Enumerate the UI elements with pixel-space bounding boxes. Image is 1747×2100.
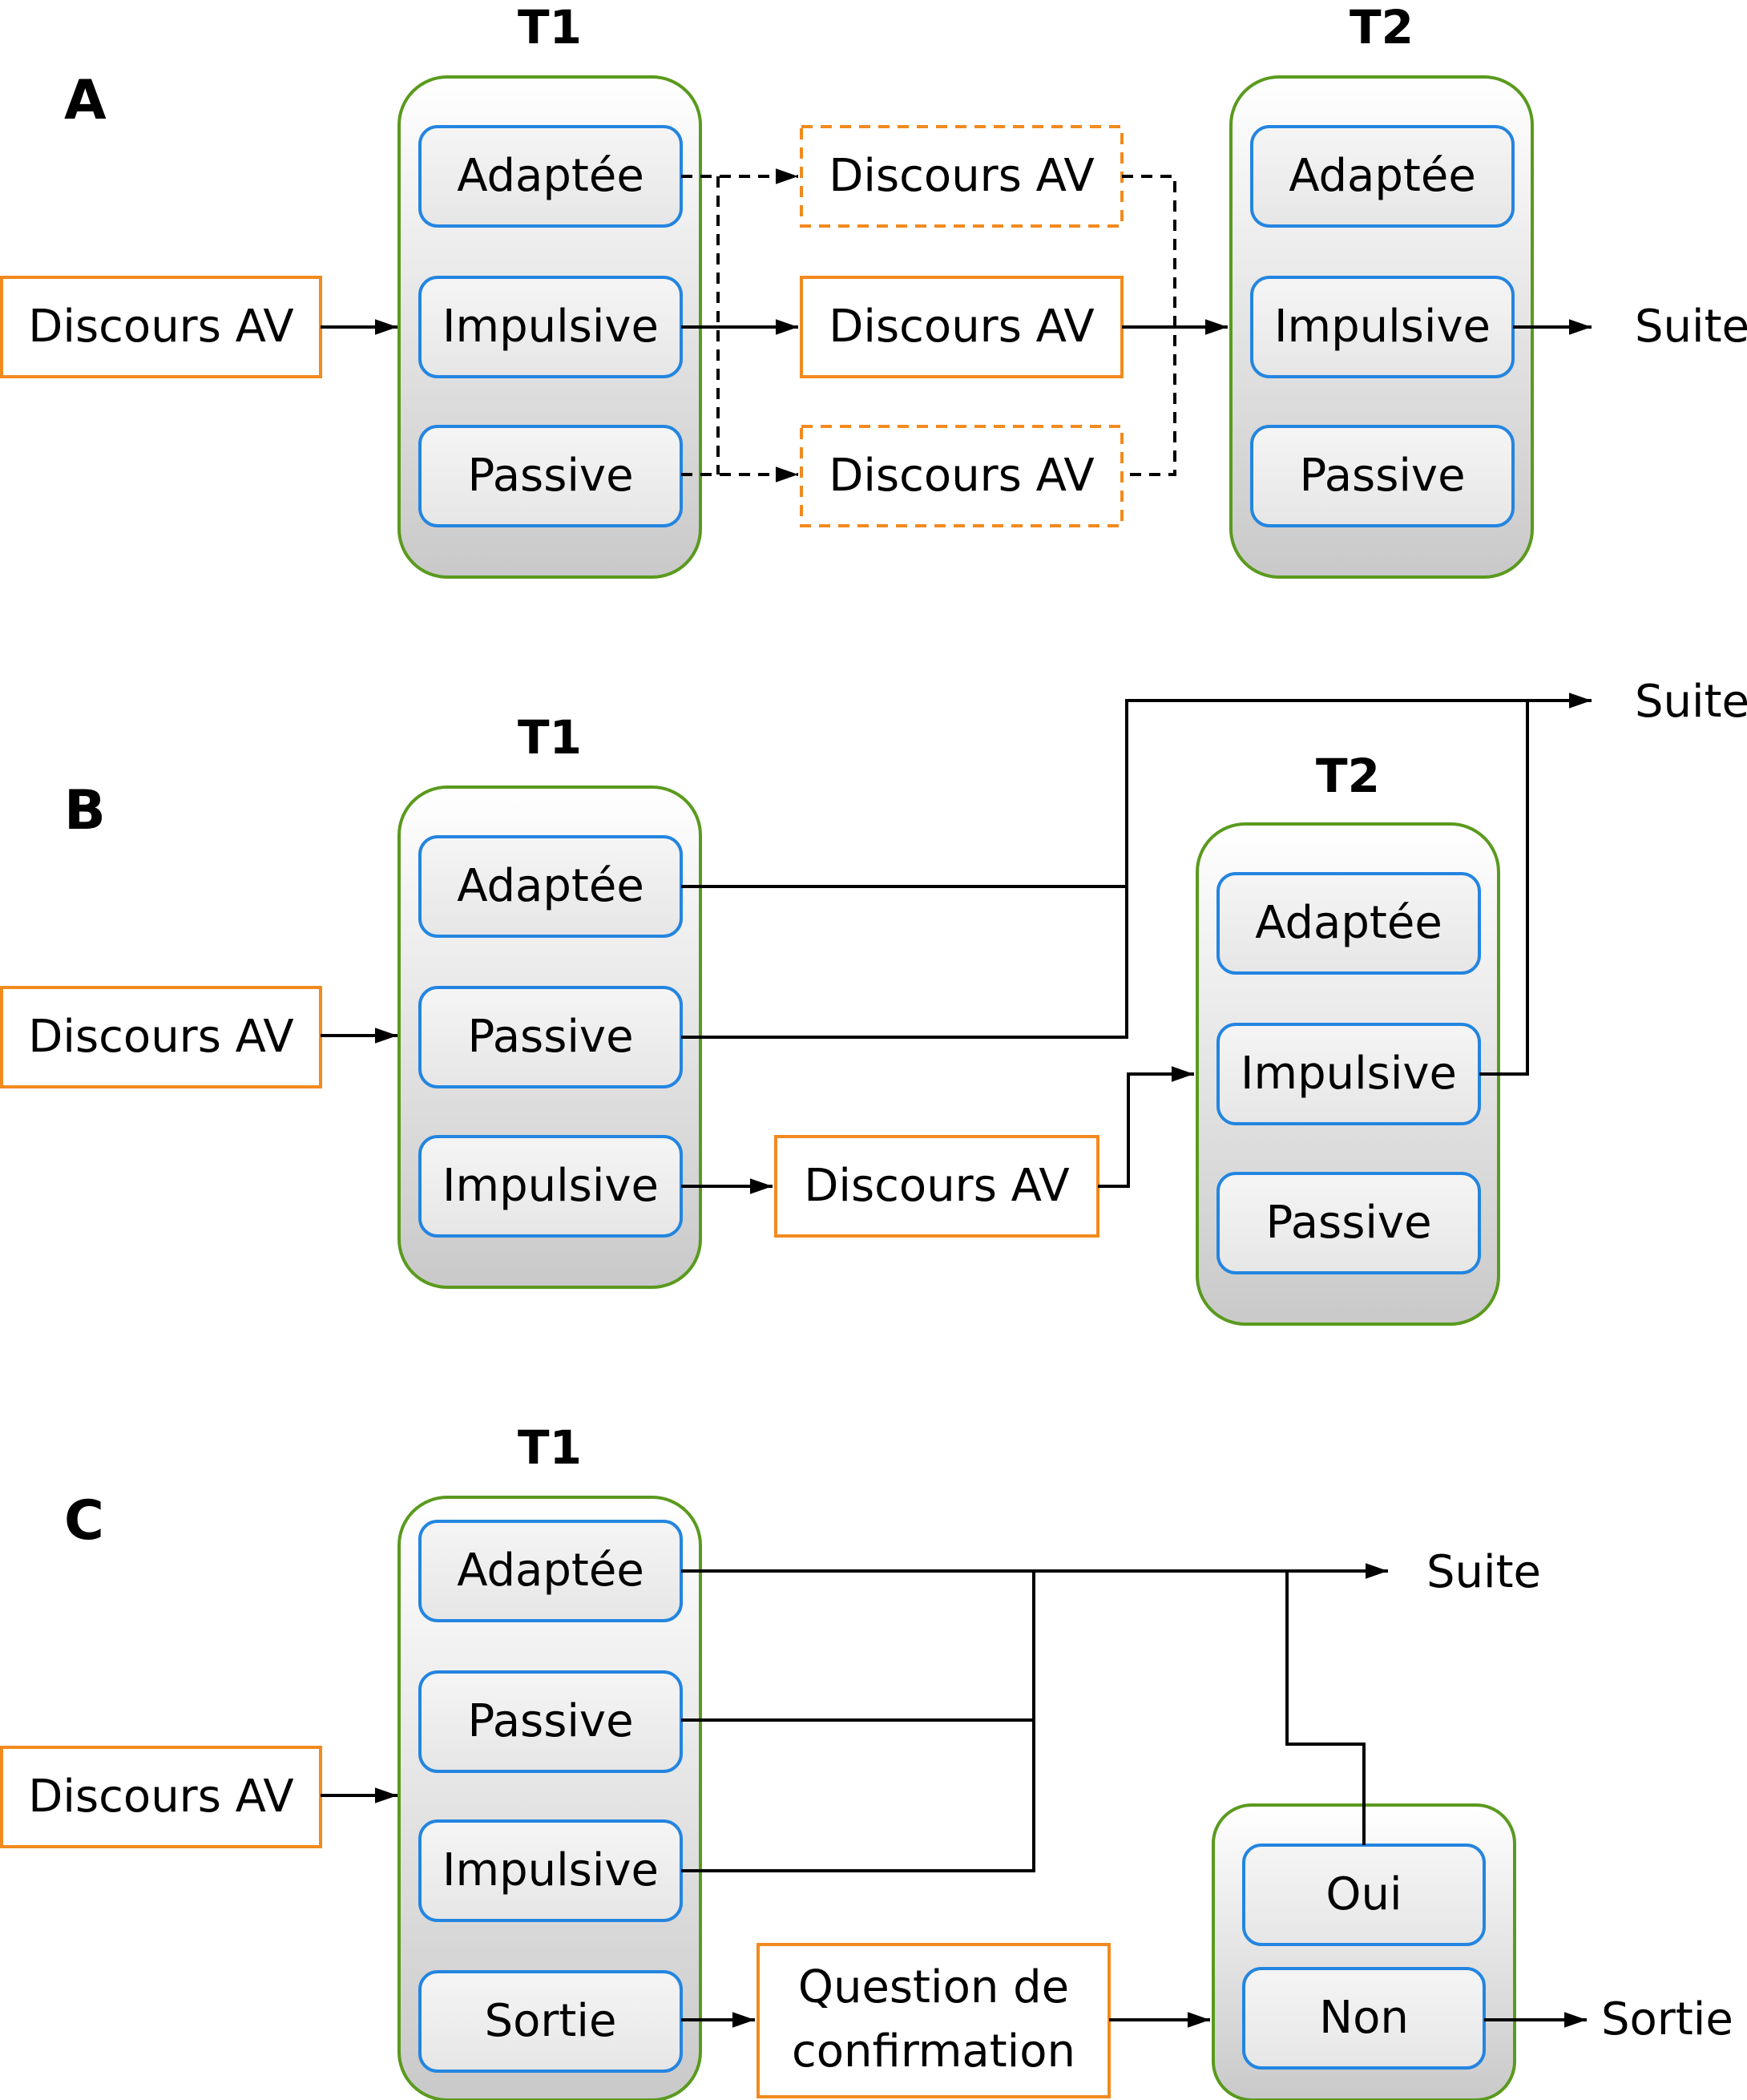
panel-b-t1-state-label: Impulsive: [442, 1160, 659, 1212]
panel-a-letter: A: [64, 69, 107, 132]
panel-a-t2-state-label: Impulsive: [1274, 301, 1491, 353]
panel-c-input-box: [0, 1746, 322, 1848]
panel-b-t2-state-adaptee: [1216, 872, 1481, 975]
panel-c-question-line1: Question de: [798, 1961, 1069, 2013]
panel-c-edge-oui-suite: [1285, 1571, 1366, 1845]
panel-b-input-label: Discours AV: [28, 1011, 293, 1063]
panel-a-t1-state-label: Passive: [467, 450, 633, 502]
panel-b-t2-title: T2: [1316, 749, 1380, 803]
panel-c-t1-state-label: Passive: [467, 1695, 633, 1747]
panel-b-t2-state-label: Impulsive: [1241, 1048, 1457, 1100]
panel-b-edge-branch-t2: [1098, 1066, 1194, 1188]
panel-b-edge-passive-suite: [681, 693, 1592, 1039]
panel-a-t1-state-label: Adaptée: [457, 150, 644, 202]
panel-a-branch-box-top: [800, 125, 1124, 228]
panel-a-branch-box-middle: [800, 276, 1124, 378]
panel-a-t2-state-passive: [1250, 425, 1515, 527]
panel-c: C T1 Discours AV Adaptée Passive Impulsi…: [0, 1420, 1733, 2100]
panel-a-t2-state-label: Adaptée: [1289, 150, 1476, 202]
panel-a-t2-state-label: Passive: [1299, 450, 1465, 502]
panel-a-edge-branch-top-return: [1122, 175, 1176, 476]
panel-a-t2-state-adaptee: [1250, 125, 1515, 228]
panel-c-confirm-label: Oui: [1325, 1868, 1402, 1920]
panel-c-confirm-label: Non: [1319, 1992, 1409, 2044]
panel-a-branch-label: Discours AV: [829, 150, 1094, 202]
panel-a-output-label: Suite: [1635, 301, 1747, 353]
panel-b-t1-state-label: Passive: [467, 1011, 633, 1063]
panel-b-letter: B: [64, 779, 106, 842]
panel-c-question-line2: confirmation: [792, 2025, 1075, 2078]
panel-a-branch-label: Discours AV: [829, 301, 1094, 353]
panel-c-t1-state-label: Adaptée: [457, 1545, 644, 1597]
panel-b: B T1 T2 Discours AV Adaptée Passive Impu…: [0, 676, 1747, 1326]
panel-c-input-label: Discours AV: [28, 1771, 293, 1823]
panel-b-t1-state-label: Adaptée: [457, 860, 644, 912]
panel-b-t2-state-label: Adaptée: [1255, 897, 1442, 949]
panel-c-t1-title: T1: [518, 1420, 582, 1475]
panel-c-t1-state-label: Sortie: [485, 1995, 617, 2047]
panel-c-question-box: [756, 1943, 1111, 2098]
panel-c-output-label: Suite: [1426, 1546, 1541, 1598]
panel-b-input-box: [0, 986, 322, 1088]
panel-b-t2-state-label: Passive: [1265, 1197, 1431, 1249]
panel-b-t2-state-passive: [1216, 1172, 1481, 1274]
panel-c-edge-impulsive-join: [681, 1571, 1035, 1872]
panel-a: A T1 T2 Discours AV Adaptée Impulsive Pa…: [0, 0, 1747, 579]
panel-a-t2-title: T2: [1350, 0, 1414, 55]
panel-a-input-label: Discours AV: [28, 301, 293, 353]
panel-a-t1-state-label: Impulsive: [442, 301, 659, 353]
panel-b-branch-label: Discours AV: [804, 1160, 1069, 1212]
panel-c-t1-group: [397, 1496, 702, 2100]
panel-b-edge-t2-suite: [1479, 701, 1529, 1076]
panel-b-t1-title: T1: [518, 710, 582, 765]
panel-c-letter: C: [64, 1489, 104, 1553]
panel-b-output-label: Suite: [1635, 676, 1747, 728]
panel-c-exit-label: Sortie: [1601, 1993, 1733, 2045]
panel-a-input-box: [0, 276, 322, 378]
panel-a-branch-label: Discours AV: [829, 450, 1094, 502]
panel-a-branch-box-bottom: [800, 425, 1124, 527]
panel-c-t1-state-label: Impulsive: [442, 1844, 659, 1896]
panel-a-t1-title: T1: [518, 0, 582, 55]
